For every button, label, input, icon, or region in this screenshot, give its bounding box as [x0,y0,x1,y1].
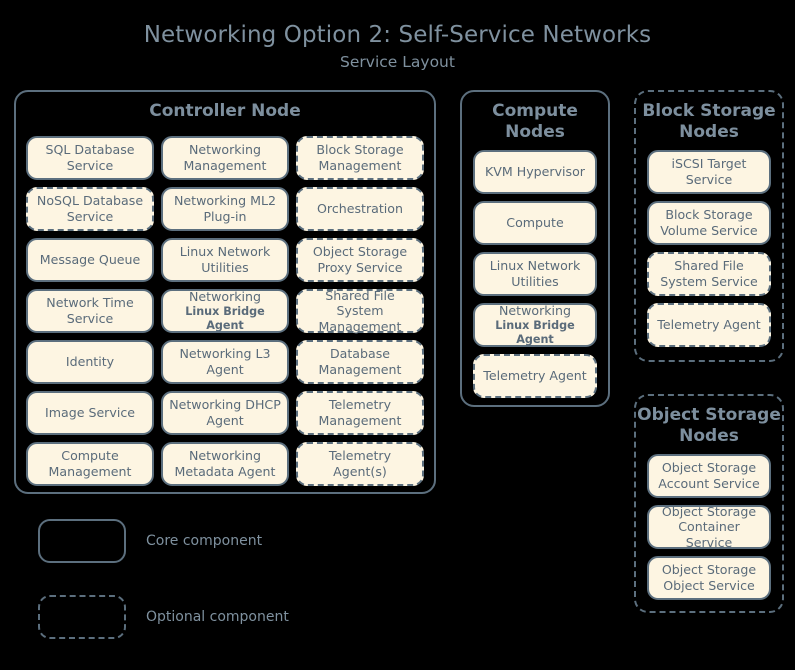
service-chip-label: Orchestration [317,201,403,217]
service-chip-label: Networking [498,303,572,319]
service-chip-label: Shared File System Service [660,258,758,289]
service-chip: KVM Hypervisor [473,150,597,194]
service-chip: Linux Network Utilities [473,252,597,296]
legend-swatch-optional [38,595,126,639]
section-object-storage-nodes: Object Storage Nodes Object Storage Acco… [634,394,784,613]
service-chip: Identity [26,340,154,384]
service-chip-label: Block Storage Volume Service [660,207,758,238]
service-chip-label: Telemetry Management [318,397,402,428]
service-chip: Compute [473,201,597,245]
legend-label-core: Core component [146,533,263,549]
service-chip-label: Network Time Service [46,295,134,326]
service-chip-label: iSCSI Target Service [671,156,747,187]
service-chip-label: Identity [65,354,115,370]
service-chip-label: Shared File System Management [318,287,402,334]
service-chip-label: Linux Network Utilities [179,244,271,275]
legend: Core component Optional component [38,518,289,670]
service-chip: Shared File System Service [647,252,771,296]
service-chip-label: Telemetry Agent(s) [328,448,392,479]
service-chip: Image Service [26,391,154,435]
service-chip: Telemetry Management [296,391,424,435]
controller-service-grid: SQL Database Service Networking Managemen… [26,136,424,486]
service-chip-label: Compute [506,215,564,231]
service-chip: iSCSI Target Service [647,150,771,194]
service-chip: Network Time Service [26,289,154,333]
service-chip: Networking Metadata Agent [161,442,289,486]
service-chip: SQL Database Service [26,136,154,180]
service-chip: Telemetry Agent [647,303,771,347]
legend-row-core: Core component [38,518,289,564]
service-chip-label: Object Storage Account Service [658,460,760,491]
service-chip-label: KVM Hypervisor [485,164,585,180]
section-title-compute: Compute Nodes [492,101,578,142]
service-chip: Networking L3 Agent [161,340,289,384]
service-chip: Object Storage Proxy Service [296,238,424,282]
service-chip-label: Compute Management [48,448,132,479]
service-chip: Networking DHCP Agent [161,391,289,435]
service-chip-label: Object Storage Container Service [661,503,757,550]
service-chip-label: Networking Metadata Agent [174,448,276,479]
service-chip: Object Storage Container Service [647,503,771,550]
service-chip: Networking ML2 Plug-in [161,187,289,231]
service-chip: Message Queue [26,238,154,282]
service-chip-label: Networking Management [183,142,267,173]
title-block: Networking Option 2: Self-Service Networ… [0,22,795,72]
service-chip: Linux Network Utilities [161,238,289,282]
service-chip: Networking Management [161,136,289,180]
service-chip-label: Linux Network Utilities [489,258,581,289]
service-chip: Telemetry Agent(s) [296,442,424,486]
section-title-object-storage: Object Storage Nodes [637,405,781,446]
section-title-block-storage: Block Storage Nodes [642,101,776,142]
service-chip: Block Storage Volume Service [647,201,771,245]
service-chip-label: Telemetry Agent [483,368,587,384]
page-title: Networking Option 2: Self-Service Networ… [143,22,652,48]
service-chip-label: Object Storage Object Service [661,562,757,593]
service-chip-label: Networking ML2 Plug-in [174,193,276,224]
service-chip: Telemetry Agent [473,354,597,398]
service-chip: Object Storage Object Service [647,556,771,600]
service-chip-label: Telemetry Agent [657,317,761,333]
section-block-storage-nodes: Block Storage Nodes iSCSI Target Service… [634,90,784,362]
service-chip: Compute Management [26,442,154,486]
service-chip: Database Management [296,340,424,384]
service-chip: Orchestration [296,187,424,231]
service-chip: Block Storage Management [296,136,424,180]
service-chip-label: Networking DHCP Agent [169,397,281,428]
service-chip-label: Block Storage Management [316,142,404,173]
legend-row-optional: Optional component [38,594,289,640]
service-chip-label: Object Storage Proxy Service [312,244,408,275]
page-subtitle: Service Layout [340,53,455,72]
legend-label-optional: Optional component [146,609,289,625]
service-chip-label: NoSQL Database Service [36,193,144,224]
service-chip-sublabel: Linux Bridge Agent [185,304,265,332]
service-chip-label: Networking [188,289,262,305]
service-chip: Object Storage Account Service [647,454,771,498]
service-chip-label: Image Service [45,405,135,421]
service-chip-sublabel: Linux Bridge Agent [495,318,575,346]
service-chip-label: SQL Database Service [45,142,135,173]
service-chip: Shared File System Management [296,287,424,334]
service-chip: NoSQL Database Service [26,187,154,231]
legend-swatch-core [38,519,126,563]
service-chip-label: Message Queue [39,252,141,268]
service-chip-label: Networking L3 Agent [179,346,271,377]
service-chip-label: Database Management [318,346,402,377]
section-title-controller: Controller Node [149,101,301,121]
